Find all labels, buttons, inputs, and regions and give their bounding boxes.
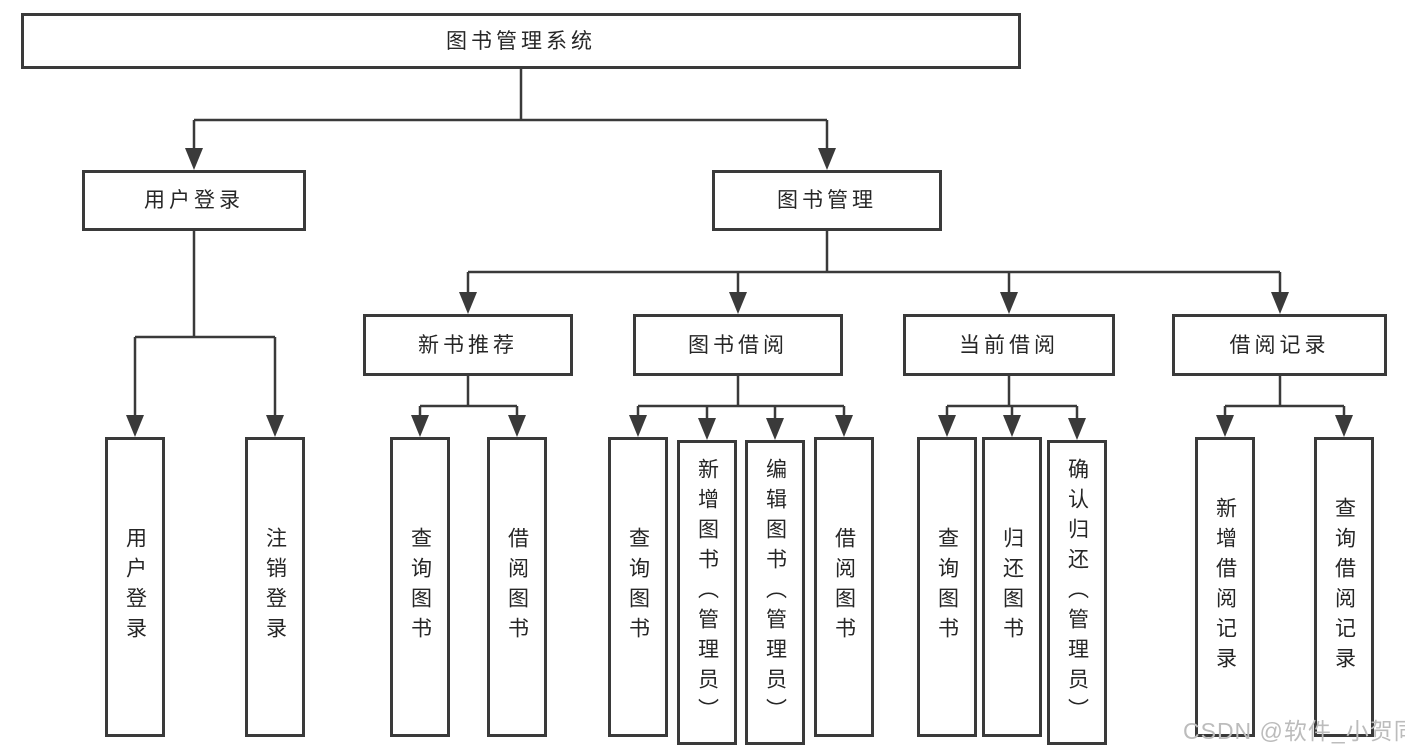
arrowhead-icons bbox=[126, 148, 1353, 440]
node-label: 确认归还（管理员） bbox=[1065, 457, 1089, 728]
arrow-down-icon bbox=[1335, 415, 1353, 437]
node-label: 图书管理 bbox=[777, 189, 877, 212]
node-query-books-recommend: 查询图书 bbox=[390, 437, 450, 737]
node-book-borrow: 图书借阅 bbox=[633, 314, 843, 376]
arrow-down-icon bbox=[938, 415, 956, 437]
arrow-down-icon bbox=[835, 415, 853, 437]
arrow-down-icon bbox=[185, 148, 203, 170]
arrow-down-icon bbox=[266, 415, 284, 437]
arrow-down-icon bbox=[1068, 418, 1086, 440]
watermark: CSDN @软件_小贺同学 bbox=[1183, 718, 1405, 744]
node-confirm-return-admin: 确认归还（管理员） bbox=[1047, 440, 1107, 745]
node-borrow-records: 借阅记录 bbox=[1172, 314, 1387, 376]
node-label: 借阅记录 bbox=[1229, 333, 1330, 357]
node-borrow-books-recommend: 借阅图书 bbox=[487, 437, 547, 737]
node-label: 当前借阅 bbox=[959, 333, 1059, 357]
arrow-down-icon bbox=[1216, 415, 1234, 437]
arrow-down-icon bbox=[818, 148, 836, 170]
arrow-down-icon bbox=[729, 292, 747, 314]
node-label: 归还图书 bbox=[1000, 527, 1024, 647]
node-query-books-current: 查询图书 bbox=[917, 437, 977, 737]
node-label: 注销登录 bbox=[263, 527, 287, 647]
node-edit-book-admin: 编辑图书（管理员） bbox=[745, 440, 805, 745]
node-label: 借阅图书 bbox=[505, 527, 529, 647]
node-book-management: 图书管理 bbox=[712, 170, 942, 231]
node-new-book-recommend: 新书推荐 bbox=[363, 314, 573, 376]
arrow-down-icon bbox=[766, 418, 784, 440]
arrow-down-icon bbox=[411, 415, 429, 437]
node-label: 查询借阅记录 bbox=[1332, 497, 1356, 677]
node-borrow-books-borrow: 借阅图书 bbox=[814, 437, 874, 737]
arrow-down-icon bbox=[1003, 415, 1021, 437]
node-label: 新书推荐 bbox=[418, 333, 518, 357]
node-add-book-admin: 新增图书（管理员） bbox=[677, 440, 737, 745]
node-query-borrow-record: 查询借阅记录 bbox=[1314, 437, 1374, 737]
node-add-borrow-record: 新增借阅记录 bbox=[1195, 437, 1255, 737]
node-user-login-group: 用户登录 bbox=[82, 170, 306, 231]
node-user-login: 用户登录 bbox=[105, 437, 165, 737]
node-return-books: 归还图书 bbox=[982, 437, 1042, 737]
node-library-management-system: 图书管理系统 bbox=[21, 13, 1021, 69]
node-label: 用户登录 bbox=[123, 527, 147, 647]
arrow-down-icon bbox=[629, 415, 647, 437]
node-label: 新增借阅记录 bbox=[1213, 497, 1237, 677]
node-label: 图书借阅 bbox=[688, 333, 788, 357]
arrow-down-icon bbox=[459, 292, 477, 314]
arrow-down-icon bbox=[1000, 292, 1018, 314]
arrow-down-icon bbox=[126, 415, 144, 437]
node-label: 查询图书 bbox=[935, 527, 959, 647]
node-label: 用户登录 bbox=[144, 189, 244, 212]
node-label: 图书管理系统 bbox=[446, 29, 596, 53]
node-query-books-borrow: 查询图书 bbox=[608, 437, 668, 737]
arrow-down-icon bbox=[1271, 292, 1289, 314]
node-label: 新增图书（管理员） bbox=[695, 457, 719, 728]
node-logout-login: 注销登录 bbox=[245, 437, 305, 737]
arrow-down-icon bbox=[698, 418, 716, 440]
arrow-down-icon bbox=[508, 415, 526, 437]
node-label: 查询图书 bbox=[626, 527, 650, 647]
node-current-borrow: 当前借阅 bbox=[903, 314, 1115, 376]
node-label: 查询图书 bbox=[408, 527, 432, 647]
node-label: 借阅图书 bbox=[832, 527, 856, 647]
node-label: 编辑图书（管理员） bbox=[763, 457, 787, 728]
